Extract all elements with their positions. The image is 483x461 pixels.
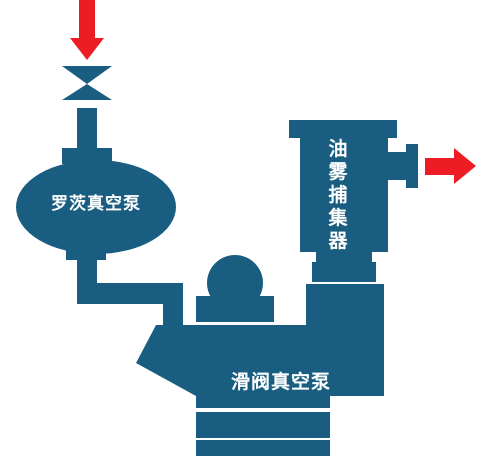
oil-mist-trap-outlet-pipe <box>386 152 408 180</box>
roots-pump-body <box>16 160 176 254</box>
valve-icon <box>62 66 112 100</box>
arrow-down-icon <box>70 0 104 60</box>
connecting-pipe <box>77 258 183 327</box>
slide-pump-base-bottom <box>196 440 330 456</box>
oil-mist-trap-outlet-flange <box>406 144 418 188</box>
roots-pump-bottom-flange <box>66 246 106 260</box>
oil-mist-trap-lid <box>289 120 397 138</box>
oil-mist-trap-body <box>300 132 388 252</box>
roots-pump-inlet-pipe <box>77 108 97 148</box>
oil-mist-trap-neck-upper <box>316 252 372 262</box>
slide-valve-pump-label: 滑阀真空泵 <box>230 371 331 393</box>
arrow-right-icon <box>425 148 476 184</box>
slide-valve-pump-body <box>136 284 384 408</box>
slide-pump-base-top <box>196 412 330 438</box>
roots-pump-top-flange <box>62 148 112 164</box>
roots-pump-label: 罗茨真空泵 <box>51 194 141 214</box>
oil-mist-trap-neck-lower <box>312 262 376 282</box>
slide-pump-dome-base <box>196 296 274 322</box>
oil-mist-trap-label: 油雾捕集器 <box>328 138 348 252</box>
